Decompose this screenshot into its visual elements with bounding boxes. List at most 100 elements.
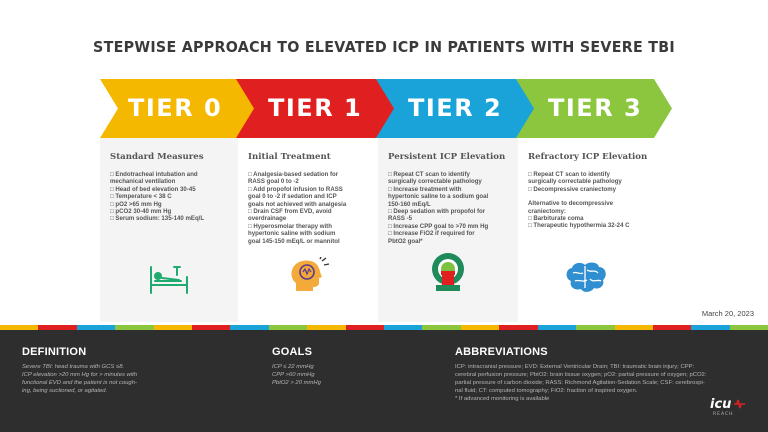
card-line <box>528 193 646 200</box>
card-line: □ Therapeutic hypothermia 32-24 C <box>528 222 630 230</box>
brain-icon <box>563 261 609 300</box>
definition-section: DEFINITION Severe TBI: head trauma with … <box>22 346 242 395</box>
stripe-segment <box>38 325 77 330</box>
card-line: goal 0 to -2 if sedation and ICP <box>248 193 337 201</box>
card-line: □ Endotracheal intubation and <box>110 171 198 178</box>
footer-line: ing, being suctioned, or agitated. <box>22 388 108 394</box>
card-line: PbtO2 goal* <box>388 237 423 245</box>
card-line: □ pCO2 30-40 mm Hg <box>110 208 172 216</box>
stripe-segment <box>384 325 423 330</box>
tier-1-arrow <box>236 79 406 138</box>
tier-0-label: TIER 0 <box>128 94 223 122</box>
stripe-segment <box>192 325 231 330</box>
stripe-segment <box>460 325 500 330</box>
card-line: □ pO2 >65 mm Hg <box>110 200 162 208</box>
footer-line: ICP elevation >20 mm Hg for > minutes wi… <box>22 372 138 378</box>
tier-cards: Standard Measures □ Endotracheal intubat… <box>100 138 672 322</box>
icu-reach-logo: icu REACH <box>710 395 746 422</box>
stripe-segment <box>307 325 346 330</box>
card-line: □ Increase treatment with <box>388 185 462 193</box>
footer-line: functional EVD and the patient is not co… <box>22 380 137 386</box>
footer-line: PbtO2 > 20 mmHg <box>272 380 321 386</box>
card-heading: Initial Treatment <box>248 152 331 162</box>
card-line: □ Decompressive craniectomy <box>528 185 617 193</box>
abbreviations-section: ABBREVIATIONS ICP: intracranial pressure… <box>455 346 755 403</box>
page-title: STEPWISE APPROACH TO ELEVATED ICP IN PAT… <box>93 38 675 56</box>
card-line: □ Head of bed elevation 30-45 <box>110 185 196 193</box>
stripe-segment <box>537 325 577 330</box>
hospital-bed-icon <box>147 263 191 300</box>
footer-line: Severe TBI: head trauma with GCS ≤8. <box>22 364 125 370</box>
tier-0-arrow <box>100 79 266 138</box>
footer-line: cerebral perfusion pressure; PbtO2: brai… <box>455 372 707 378</box>
card-heading: Refractory ICP Elevation <box>528 152 648 162</box>
card-line: □ Barbiturate coma <box>528 215 584 223</box>
card-line: □ Analgesia-based sedation for <box>248 171 339 178</box>
card-tier-0: Standard Measures □ Endotracheal intubat… <box>100 138 238 322</box>
card-line: □ Increase CPP goal to >70 mm Hg <box>388 222 489 230</box>
footer-line: CPP >60 mmHg <box>272 372 315 378</box>
color-stripe <box>0 325 768 330</box>
definition-heading: DEFINITION <box>22 346 87 358</box>
svg-text:REACH: REACH <box>713 411 734 417</box>
card-line: □ Hyperosmolar therapy with <box>248 222 332 230</box>
stripe-segment <box>652 325 692 330</box>
stripe-segment <box>422 325 461 330</box>
ct-scanner-icon <box>428 251 468 300</box>
head-pain-icon <box>286 256 330 300</box>
card-line: goal 145-150 mEq/L or mannitol <box>248 237 340 245</box>
stripe-segment <box>614 325 653 330</box>
date-label: March 20, 2023 <box>701 309 754 318</box>
card-line: □ Serum sodium: 135-140 mEq/L <box>110 215 205 223</box>
footer: DEFINITION Severe TBI: head trauma with … <box>0 330 768 432</box>
footer-line: * If advanced monitoring is available <box>455 396 550 402</box>
stripe-segment <box>230 325 269 330</box>
stripe-segment <box>499 325 538 330</box>
card-line: □ Deep sedation with propofol for <box>388 208 486 216</box>
stripe-segment <box>0 325 39 330</box>
abbreviations-heading: ABBREVIATIONS <box>455 346 548 358</box>
abbreviations-text: ICP: intracranial pressure; EVD: Externa… <box>455 363 755 403</box>
stripe-segment <box>691 325 730 330</box>
svg-text:icu: icu <box>710 397 731 412</box>
card-line: 150-160 mEq/L <box>388 200 431 208</box>
tier-2-arrow <box>376 79 546 138</box>
card-line: goals not achieved with analgesia <box>248 200 347 208</box>
card-heading: Standard Measures <box>110 152 204 162</box>
stripe-segment <box>153 325 193 330</box>
card-tier-1: Initial Treatment □ Analgesia-based seda… <box>238 138 378 322</box>
card-line: hypertonic saline to a sodium goal <box>388 193 489 201</box>
stripe-segment <box>729 325 768 330</box>
footer-line: ICP: intracranial pressure; EVD: Externa… <box>455 364 695 370</box>
stripe-segment <box>115 325 154 330</box>
tier-1-label: TIER 1 <box>268 94 363 122</box>
card-tier-3: Refractory ICP Elevation □ Repeat CT sca… <box>518 138 654 322</box>
card-line: craniectomy: <box>528 207 566 215</box>
card-line: surgically correctable pathology <box>388 178 482 186</box>
card-line: □ Repeat CT scan to identify <box>388 171 470 178</box>
card-line: overdrainage <box>248 215 287 223</box>
tier-arrows: TIER 0 TIER 1 TIER 2 TIER 3 <box>100 79 672 138</box>
card-tier-2: Persistent ICP Elevation □ Repeat CT sca… <box>378 138 518 322</box>
stripe-segment <box>268 325 308 330</box>
card-line: □ Increase FiO2 if required for <box>388 230 475 238</box>
footer-line: ICP ≤ 22 mmHg <box>272 364 314 370</box>
stripe-segment <box>76 325 116 330</box>
footer-line: partial pressure of carbon dioxide; RASS… <box>455 380 705 386</box>
footer-line: nal fluid; CT: computed tomography; FiO2… <box>455 388 638 394</box>
card-line: RASS -5 <box>388 215 413 223</box>
card-line: Alternative to decompressive <box>528 200 614 208</box>
card-line: □ Repeat CT scan to identify <box>528 171 610 178</box>
goals-heading: GOALS <box>272 346 313 358</box>
card-line: □ Add propofol infusion to RASS <box>248 185 343 193</box>
card-line: hypertonic saline with sodium <box>248 230 336 238</box>
card-line: RASS goal 0 to -2 <box>248 178 299 186</box>
tier-2-label: TIER 2 <box>408 94 503 122</box>
card-line: surgically correctable pathology <box>528 178 622 186</box>
